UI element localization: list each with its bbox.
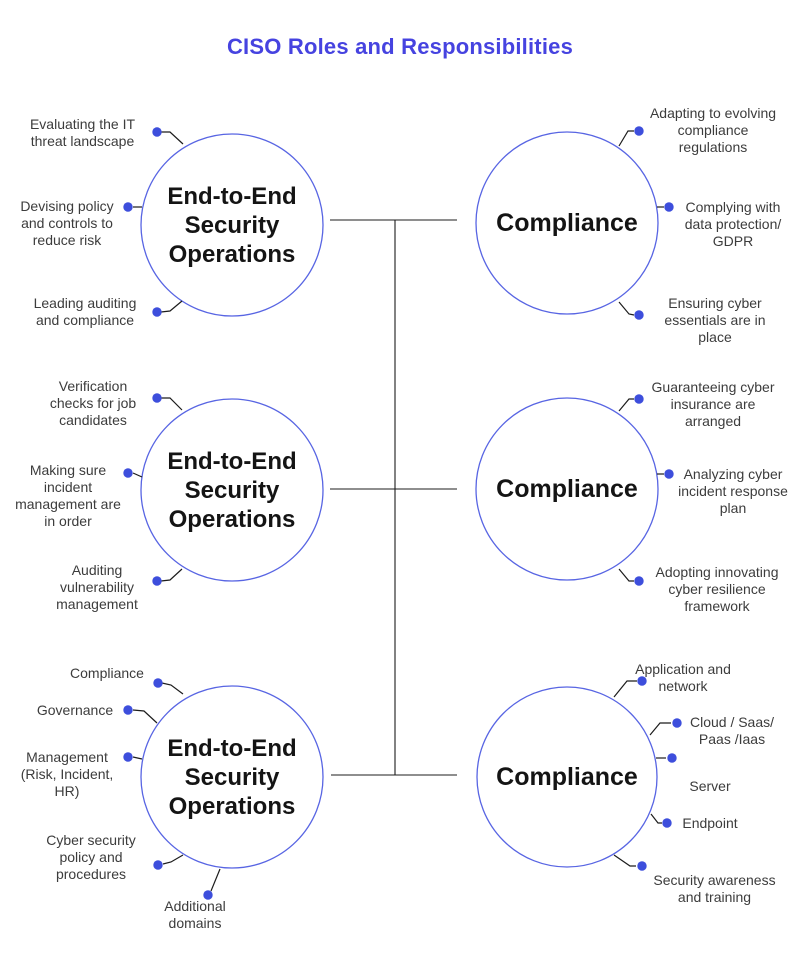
item-additional-domains: Additional domains [164,898,226,931]
leader-line [210,868,221,892]
item-compliance: Compliance [70,665,144,681]
bullet-dot [634,576,644,586]
bullet-dot [152,307,162,317]
item-complying-data-protection-gdpr: Complying with data protection/ GDPR [684,199,782,249]
circle-title-row2-right: Compliance [496,475,638,503]
circle-row3-left [140,685,324,869]
item-application-and-network: Application and network [635,661,731,694]
bullet-dot [123,468,133,478]
item-evaluating-threat-landscape: Evaluating the IT threat landscape [29,116,136,149]
item-guaranteeing-cyber-insurance: Guaranteeing cyber insurance are arrange… [651,379,775,429]
item-security-awareness-training: Security awareness and training [653,872,776,905]
bullet-dot [153,860,163,870]
item-endpoint: Endpoint [682,815,738,831]
item-adapting-compliance-regulations: Adapting to evolving compliance regulati… [649,105,777,155]
page-title: CISO Roles and Responsibilities [226,34,574,59]
item-cloud-saas-paas-iaas: Cloud / Saas/ Paas /Iaas [689,714,775,747]
bullet-dot [672,718,682,728]
circle-row2-left [140,398,324,582]
leader-line [132,709,158,724]
leader-line [162,854,184,865]
bullet-dot [123,202,133,212]
bullet-dot [203,890,213,900]
circle-row1-right [475,131,659,315]
circle-row1-left [140,133,324,317]
item-management-risk-incident-hr: Management (Risk, Incident, HR) [20,749,114,799]
bullet-dot [634,310,644,320]
item-auditing-vulnerability-mgmt: Auditing vulnerability management [56,562,138,612]
leader-line [618,301,635,316]
item-adopting-resilience-framework: Adopting innovating cyber resilience fra… [655,564,779,614]
item-incident-management-in-order: Making sure incident management are in o… [15,462,121,529]
item-cyber-security-policy: Cyber security policy and procedures [46,832,136,882]
leader-line [161,682,184,695]
bullet-dot [152,576,162,586]
item-ensuring-cyber-essentials: Ensuring cyber essentials are in place [664,295,766,345]
bullet-dot [637,676,647,686]
bullet-dot [153,678,163,688]
bullet-dot [667,753,677,763]
leader-line [618,568,634,582]
item-devising-policy-controls: Devising policy and controls to reduce r… [20,198,114,248]
bullet-dot [634,394,644,404]
circle-title-row1-left: End-to-End Security Operations [167,183,297,268]
leader-line [618,398,634,412]
bullet-dot [664,202,674,212]
bullet-dot [634,126,644,136]
leader-line [618,130,634,147]
leader-line [650,813,662,824]
item-analyzing-incident-response: Analyzing cyber incident response plan [678,466,788,516]
leader-line [160,568,183,582]
circle-title-row2-left: End-to-End Security Operations [167,448,297,533]
bullet-dot [152,393,162,403]
leader-line [613,854,636,867]
leader-line [132,472,143,478]
bullet-dot [662,818,672,828]
bullet-dot [152,127,162,137]
leader-line [160,300,183,313]
circle-title-row3-left: End-to-End Security Operations [167,735,297,820]
circle-row2-right [475,397,659,581]
bullet-dot [637,861,647,871]
leader-line [649,722,671,736]
leader-line [161,397,183,411]
circle-title-row1-right: Compliance [496,209,638,237]
item-governance: Governance [36,702,114,718]
bullet-dot [123,705,133,715]
leader-line [132,756,143,760]
item-verification-checks-candidates: Verification checks for job candidates [49,378,137,428]
leader-line [161,131,184,145]
bullet-dot [123,752,133,762]
circle-row3-right [476,686,658,868]
item-server: Server [689,778,731,794]
leader-line [613,680,637,698]
circle-title-row3-right: Compliance [496,763,638,791]
item-leading-auditing-compliance: Leading auditing and compliance [33,295,137,328]
bullet-dot [664,469,674,479]
